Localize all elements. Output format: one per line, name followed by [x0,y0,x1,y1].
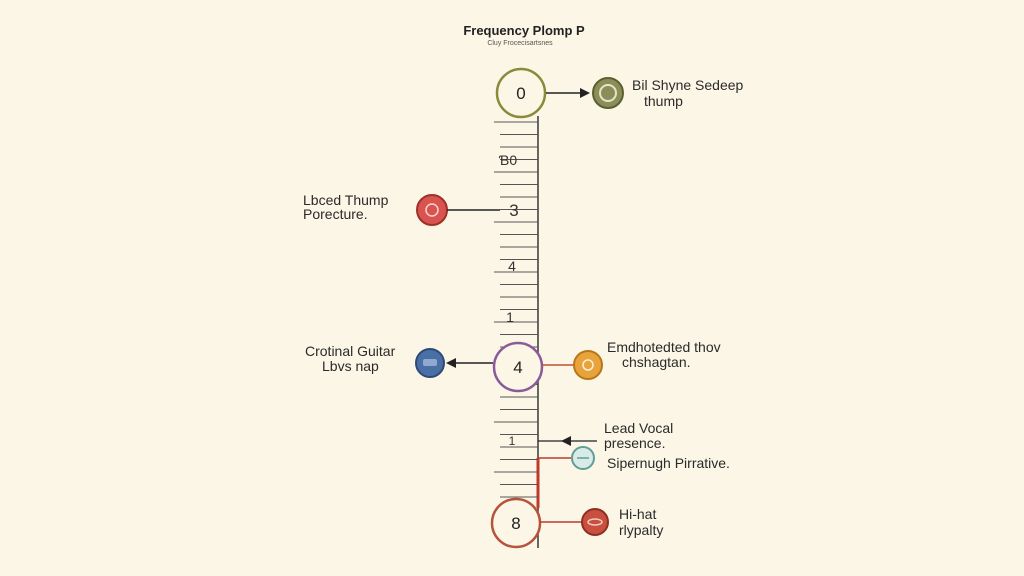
annotation-bottom-right-line1: Hi-hat [619,506,656,522]
annotation-left-upper-line1: Lbced Thump [303,192,389,208]
node-middle [492,341,544,393]
kick-icon-inner [425,203,439,217]
node-bottom-label: 8 [511,514,520,533]
annotation-right-lower-b-line1: Sipernugh Pirrative. [607,455,730,471]
annotation-top-right-line1: Bil Shyne Sedeep [632,77,744,93]
arrow-head-icon [580,88,590,98]
annotation-left-middle-line2: Lbvs nap [322,358,379,374]
drum-icon [592,77,624,109]
node-top [495,67,547,119]
scale-label: 1 [506,309,514,325]
arrow-head-icon [446,358,456,368]
scale-label: 3 [509,201,518,220]
annotation-right-middle-line2: chshagtan. [622,354,691,370]
scale-label: Ɓ0 [499,152,518,168]
diagram-title: Frequency Plomp P [463,23,585,38]
coin-icon [573,350,603,380]
node-top-label: 0 [516,84,525,103]
annotation-left-middle-line1: Crotinal Guitar [305,343,396,359]
arrow-icon [561,436,571,446]
cymbal-icon-inner [587,518,603,526]
annotation-right-lower-a-line2: presence. [604,435,665,451]
scale-label: 4 [508,258,516,274]
coin-icon-inner [582,359,594,371]
node-bottom [490,497,542,549]
kick-icon [416,194,448,226]
diagram-subtitle: Cluy Frocecisartsnes [487,40,553,47]
node-middle-label: 4 [513,358,522,377]
guitar-icon-body [423,359,437,366]
annotation-left-upper-line2: Porecture. [303,206,368,222]
annotation-top-right-line2: thump [644,93,683,109]
scale-label: 1 [509,434,516,448]
scale-ticks [494,121,538,535]
annotation-bottom-right-line2: rlypalty [619,522,663,538]
annotation-right-lower-a-line1: Lead Vocal [604,420,673,436]
annotation-right-middle-line1: Emdhotedted thov [607,339,721,355]
drum-icon-inner [599,84,617,102]
cymbal-icon [581,508,609,536]
